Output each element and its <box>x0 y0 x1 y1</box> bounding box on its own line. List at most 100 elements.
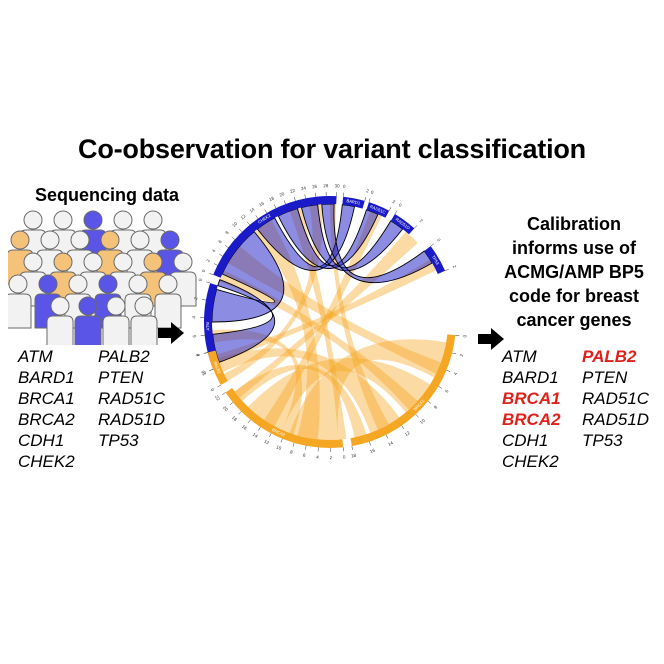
tick-label: 8 <box>433 404 439 409</box>
tick-mark <box>427 400 432 404</box>
tick-label: 0 <box>436 237 442 242</box>
person-body <box>74 315 102 345</box>
gene-label: BRCA2 <box>18 410 75 429</box>
person-head <box>113 210 133 230</box>
tick-mark <box>264 209 267 214</box>
person-head <box>78 296 98 316</box>
tick-label: 0 <box>370 190 374 196</box>
right-arrow-icon <box>478 328 504 350</box>
orange-ribbon <box>217 348 400 433</box>
tick-mark <box>415 414 419 418</box>
gene-label: CHEK2 <box>18 452 75 471</box>
tick-label: 16 <box>241 424 248 431</box>
tick-mark <box>229 402 234 406</box>
tick-mark <box>231 236 235 240</box>
person-head <box>83 252 103 272</box>
person-head <box>50 296 70 316</box>
person-body <box>102 315 130 345</box>
person-head <box>23 252 43 272</box>
sequencing-data-heading: Sequencing data <box>34 185 180 205</box>
gene-label-highlighted: BRCA2 <box>502 410 561 429</box>
person-head <box>134 296 154 316</box>
heading-line: Calibration <box>526 214 621 234</box>
tick-mark <box>446 369 451 372</box>
tick-mark <box>305 445 307 450</box>
tick-mark <box>217 384 222 388</box>
segment-arc-tp53 <box>424 246 446 275</box>
tick-label: 16 <box>258 200 265 207</box>
gene-label: CDH1 <box>18 431 65 450</box>
tick-label: 12 <box>263 439 270 446</box>
person-body <box>154 293 182 329</box>
tick-mark <box>247 419 251 424</box>
person-head <box>106 296 126 316</box>
segment-label: RAD51C <box>369 204 386 215</box>
person-head <box>130 230 150 250</box>
tick-mark <box>258 426 261 431</box>
segment-arc-atm <box>204 283 221 370</box>
tick-mark <box>414 225 418 229</box>
tick-label: 4 <box>211 248 217 253</box>
gene-label: CDH1 <box>502 431 549 450</box>
tick-mark <box>445 268 449 271</box>
tick-label: 4 <box>453 371 459 376</box>
person-body <box>46 315 74 345</box>
tick-label: 2 <box>201 371 207 376</box>
tick-label: 2 <box>452 264 458 269</box>
person-head <box>128 274 148 294</box>
gene-label-highlighted: BRCA1 <box>502 389 561 408</box>
tick-label: 6 <box>192 334 197 338</box>
person-head <box>40 230 60 250</box>
tick-label: 30 <box>334 183 340 188</box>
tick-mark <box>238 411 242 415</box>
tick-mark <box>351 446 353 451</box>
tick-label: 4 <box>196 353 202 357</box>
segment-arc-brca1 <box>350 334 456 447</box>
person-head <box>173 252 193 272</box>
blue-ribbon <box>277 208 379 269</box>
left-gene-list-col2: PALB2 PTEN RAD51C RAD51D TP53 <box>98 346 165 451</box>
tick-label: 2 <box>366 188 370 194</box>
orange-ribbon <box>248 358 431 430</box>
tick-label: 24 <box>301 185 307 191</box>
person-head <box>143 252 163 272</box>
tick-mark <box>201 299 206 301</box>
tick-mark <box>292 442 295 447</box>
tick-mark <box>430 243 434 247</box>
gene-label: RAD51D <box>582 410 650 429</box>
tick-label: 26 <box>312 184 318 190</box>
tick-mark <box>294 196 296 201</box>
person-head <box>83 210 103 230</box>
person-head <box>113 252 133 272</box>
right-gene-list-col2: PALB2 PTEN RAD51C RAD51D TP53 <box>582 346 649 451</box>
segment-arc-palb2 <box>207 350 228 385</box>
tick-label: 14 <box>249 206 256 213</box>
person-body <box>130 315 158 345</box>
orange-ribbon <box>330 204 389 430</box>
tick-mark <box>283 200 286 205</box>
orange-ribbon <box>227 246 441 374</box>
tick-label: 6 <box>444 388 450 393</box>
tick-mark <box>364 196 367 201</box>
blue-ribbon <box>256 204 356 271</box>
tick-label: 0 <box>398 202 403 208</box>
tick-label: 4 <box>316 455 319 460</box>
segment-arc-chek2 <box>213 196 337 278</box>
orange-ribbon <box>289 207 347 440</box>
tick-mark <box>222 392 226 395</box>
person-body <box>8 293 32 329</box>
tick-label: 10 <box>200 369 207 376</box>
person-head <box>68 274 88 294</box>
tick-mark <box>388 207 392 211</box>
segment-label: BARD1 <box>346 198 361 206</box>
tick-mark <box>209 368 214 371</box>
tick-mark <box>206 281 211 284</box>
tick-label: 14 <box>252 432 259 439</box>
tick-label: 6 <box>217 239 223 244</box>
tick-label: 0 <box>343 454 347 459</box>
tick-mark <box>269 433 272 438</box>
tick-label: 2 <box>205 258 211 263</box>
gene-label: PALB2 <box>98 347 150 366</box>
tick-mark <box>224 245 229 248</box>
